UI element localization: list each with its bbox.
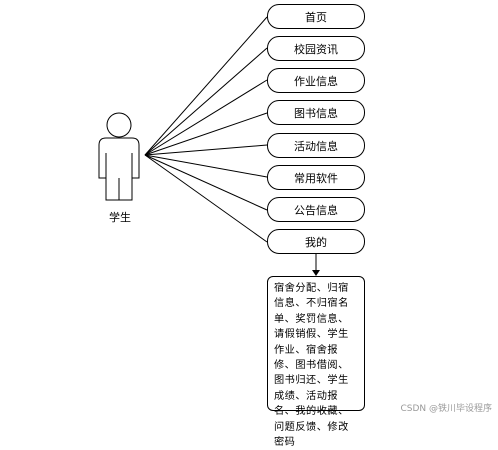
connector-mine (144, 154, 268, 243)
connector-home (144, 16, 268, 156)
connector-book-info (144, 112, 268, 156)
usecase-book-info: 图书信息 (267, 100, 365, 125)
usecase-home: 首页 (267, 4, 365, 29)
usecase-campus-news: 校园资讯 (267, 36, 365, 61)
connector-common-software (144, 154, 268, 178)
connector-lines (144, 16, 268, 243)
use-case-diagram (98, 16, 320, 276)
connector-homework-info (144, 79, 268, 156)
connector-campus-news (144, 47, 268, 156)
usecase-activity-info: 活动信息 (267, 133, 365, 158)
arrow-mine-to-details (312, 254, 320, 276)
connector-announcement-info (144, 154, 268, 211)
usecase-common-software: 常用软件 (267, 165, 365, 190)
usecase-announcement-info: 公告信息 (267, 197, 365, 222)
arrowhead-icon (312, 270, 320, 276)
mine-details-box: 宿舍分配、归宿信息、不归宿名单、奖罚信息、请假销假、学生作业、宿舍报修、图书借阅… (267, 276, 365, 448)
person-icon (98, 112, 140, 201)
watermark: CSDN @铁川毕设程序 (400, 404, 492, 414)
usecase-homework-info: 作业信息 (267, 68, 365, 93)
usecase-mine: 我的 (267, 229, 365, 254)
connector-activity-info (144, 144, 268, 156)
actor-label: 学生 (109, 211, 131, 224)
